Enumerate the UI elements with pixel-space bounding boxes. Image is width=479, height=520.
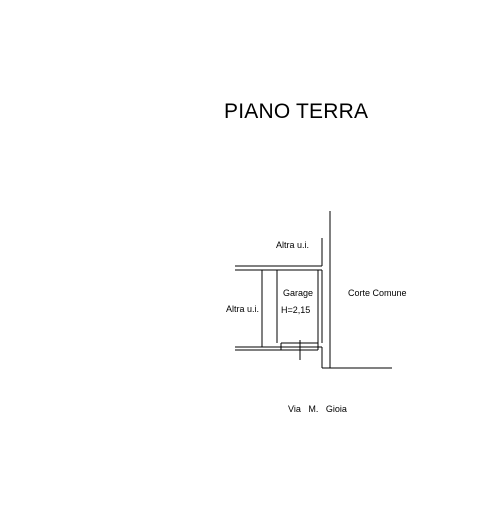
label-corte-comune: Corte Comune bbox=[348, 288, 407, 298]
page-title: PIANO TERRA bbox=[224, 100, 369, 123]
label-street: Via M. Gioia bbox=[288, 404, 347, 414]
label-height: H=2,15 bbox=[281, 305, 310, 315]
label-altra-top: Altra u.i. bbox=[276, 240, 309, 250]
label-altra-left: Altra u.i. bbox=[226, 304, 259, 314]
label-garage: Garage bbox=[283, 288, 313, 298]
